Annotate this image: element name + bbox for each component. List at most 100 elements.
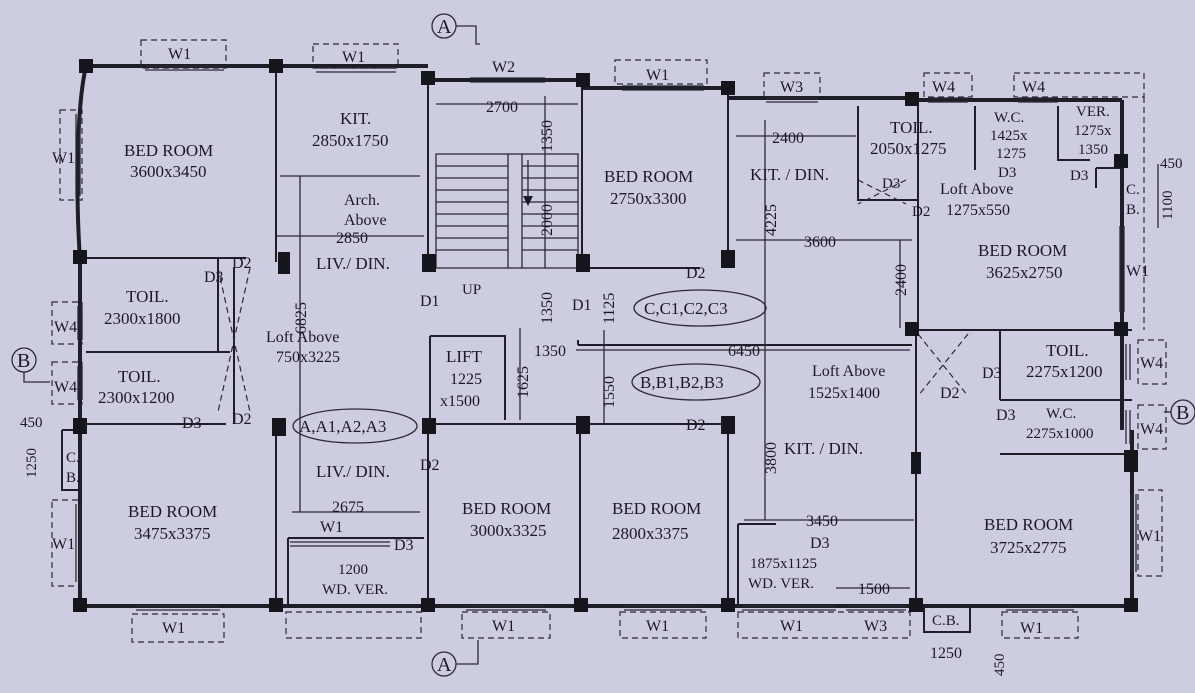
room-name: TOIL. — [890, 118, 933, 137]
room-size: 2800x3375 — [612, 524, 689, 543]
dimension-label: 1250 — [24, 448, 40, 478]
staircase — [435, 153, 579, 269]
walls — [61, 64, 1134, 633]
section-marker-b-left: B — [17, 350, 30, 372]
dimension-label: 450 — [20, 415, 43, 431]
room-name: BED ROOM — [978, 241, 1067, 260]
door-label: D3 — [982, 365, 1002, 382]
room-name: LIV./ DIN. — [316, 462, 390, 481]
window-label: W1 — [1126, 263, 1149, 280]
room-size: 3725x2775 — [990, 538, 1067, 557]
window-label: W1 — [162, 620, 185, 637]
room-size: 1275x — [1074, 123, 1112, 139]
dimension-label: 1250 — [930, 645, 962, 662]
window-label: W1 — [168, 46, 191, 63]
columns — [73, 59, 1138, 612]
door-label: D2 — [940, 385, 960, 402]
window-label: W2 — [492, 59, 515, 76]
door-label: D2 — [912, 204, 930, 220]
dimension-label: 1350 — [539, 120, 556, 152]
room-name: KIT. / DIN. — [750, 165, 829, 184]
dimension-label: 3600 — [804, 234, 836, 251]
dimension-lines — [276, 96, 1159, 589]
room-size: 3625x2750 — [986, 263, 1063, 282]
room-size: 2050x1275 — [870, 139, 947, 158]
room-name: BED ROOM — [128, 502, 217, 521]
arch-note: Arch. — [344, 192, 380, 209]
room-name: TOIL. — [118, 367, 161, 386]
door-label: D3 — [998, 165, 1016, 181]
door-label: D2 — [232, 255, 252, 272]
window-label: W4 — [54, 319, 77, 336]
door-label: D3 — [1070, 168, 1088, 184]
dimension-label: 1350 — [539, 292, 556, 324]
window-label: W1 — [52, 536, 75, 553]
dimension-label: 2675 — [332, 499, 364, 516]
room-size: 1350 — [1078, 142, 1108, 158]
dimension-label: 4225 — [763, 204, 780, 236]
dimension-label: 3800 — [763, 442, 780, 474]
dimension-label: 1125 — [601, 293, 618, 324]
door-label: D3 — [996, 407, 1016, 424]
section-marker-a-bottom: A — [437, 654, 452, 676]
room-name: BED ROOM — [124, 141, 213, 160]
arch-note: Above — [344, 212, 387, 229]
flat-group-label: C,C1,C2,C3 — [644, 299, 728, 318]
room-size: 1275 — [996, 146, 1026, 162]
flat-group-label: B,B1,B2,B3 — [640, 373, 724, 392]
room-name: W.C. — [994, 110, 1024, 126]
window-bays — [51, 39, 1167, 643]
door-label: D3 — [810, 535, 830, 552]
dimension-label: 2400 — [772, 130, 804, 147]
room-size: 1425x — [990, 128, 1028, 144]
window-label: W4 — [54, 379, 77, 396]
room-size: 2275x1000 — [1026, 426, 1094, 442]
room-size: 1200 — [338, 562, 368, 578]
door-label: D2 — [686, 417, 706, 434]
room-name: BED ROOM — [462, 499, 551, 518]
door-label: D1 — [572, 297, 592, 314]
room-name: BED ROOM — [612, 499, 701, 518]
window-label: W4 — [1140, 421, 1163, 438]
window-label: W4 — [1022, 79, 1045, 96]
dimension-label: 1500 — [858, 581, 890, 598]
dimension-label: 1550 — [601, 376, 618, 408]
dimension-label: 2000 — [539, 204, 556, 236]
room-name: KIT. / DIN. — [784, 439, 863, 458]
door-label: D3 — [204, 269, 224, 286]
dimension-label: 1350 — [534, 343, 566, 360]
room-size: 2275x1200 — [1026, 362, 1103, 381]
room-size: 2850x1750 — [312, 131, 389, 150]
window-label: W1 — [1138, 528, 1161, 545]
dimension-label: 3450 — [806, 513, 838, 530]
room-size: 3475x3375 — [134, 524, 211, 543]
window-label: W1 — [780, 618, 803, 635]
labels: A A B B BED ROOM 3600x3450 KIT. 2850x175… — [17, 16, 1189, 676]
window-label: W3 — [864, 618, 887, 635]
section-marker-a-top: A — [437, 16, 452, 38]
window-label: W4 — [1140, 355, 1163, 372]
dimension-label: 1625 — [515, 366, 532, 398]
dimension-label: 450 — [1160, 156, 1183, 172]
room-size: x1500 — [440, 393, 480, 410]
window-label: W1 — [492, 618, 515, 635]
dimension-label: 1100 — [1160, 191, 1176, 220]
room-name: KIT. — [340, 109, 371, 128]
flat-group-label: A,A1,A2,A3 — [299, 417, 386, 436]
door-label: D3 — [394, 537, 414, 554]
dimension-label: 2400 — [893, 264, 910, 296]
door-label: D2 — [232, 411, 252, 428]
room-name: BED ROOM — [604, 167, 693, 186]
window-label: W1 — [320, 519, 343, 536]
window-label: W3 — [780, 79, 803, 96]
loft-size: 1525x1400 — [808, 385, 880, 402]
dimension-label: 450 — [992, 654, 1008, 677]
loft-note: Loft Above — [940, 181, 1013, 198]
window-label: W1 — [646, 618, 669, 635]
section-marker-b-right: B — [1176, 402, 1189, 424]
loft-note: Loft Above — [812, 363, 885, 380]
door-label: D2 — [686, 265, 706, 282]
cupboard-label: B. — [66, 470, 80, 486]
door-label: D3 — [182, 415, 202, 432]
